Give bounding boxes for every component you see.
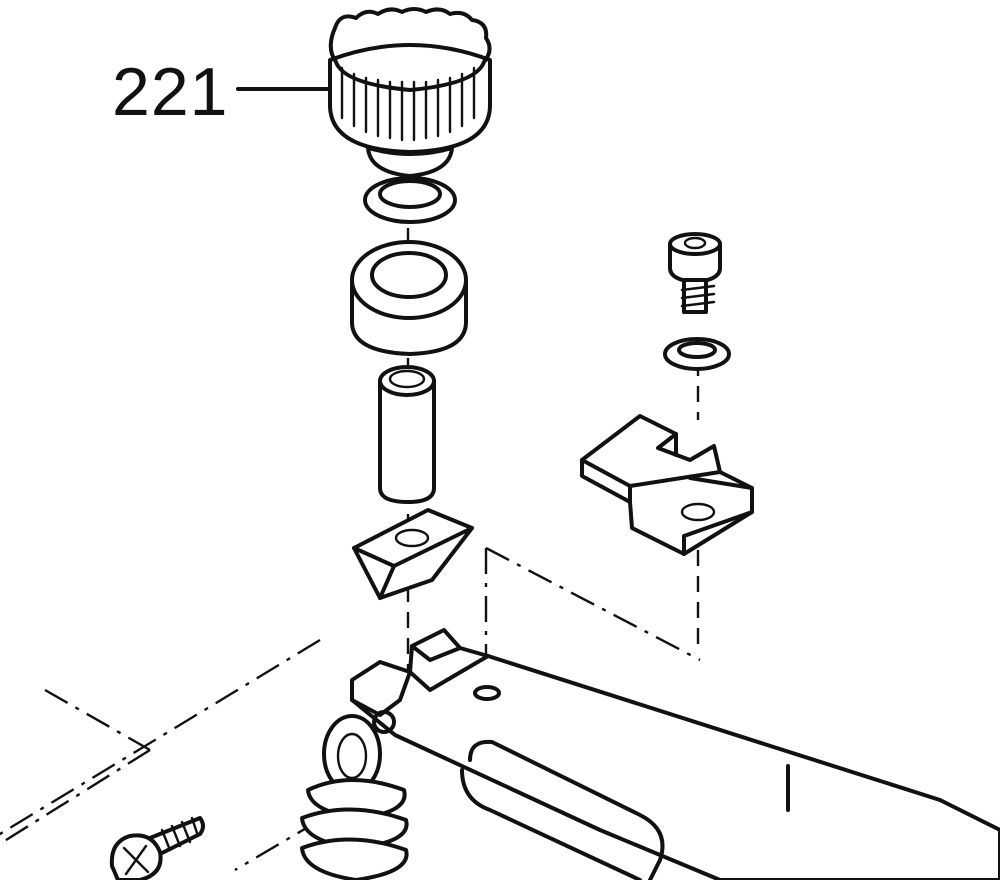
- wedge-block: [352, 508, 474, 600]
- main-lever-arm: [350, 628, 1000, 880]
- phillips-screw: [109, 816, 205, 880]
- callout-number-221: 221: [112, 54, 229, 130]
- small-washer: [663, 337, 731, 371]
- coil-spring: [300, 714, 409, 880]
- cylinder-collar: [350, 240, 468, 356]
- guide-pin: [378, 365, 436, 504]
- socket-head-screw: [668, 232, 722, 314]
- upper-washer: [363, 176, 457, 224]
- knurled-cap-nut: [328, 7, 492, 178]
- slotted-bracket: [580, 414, 754, 556]
